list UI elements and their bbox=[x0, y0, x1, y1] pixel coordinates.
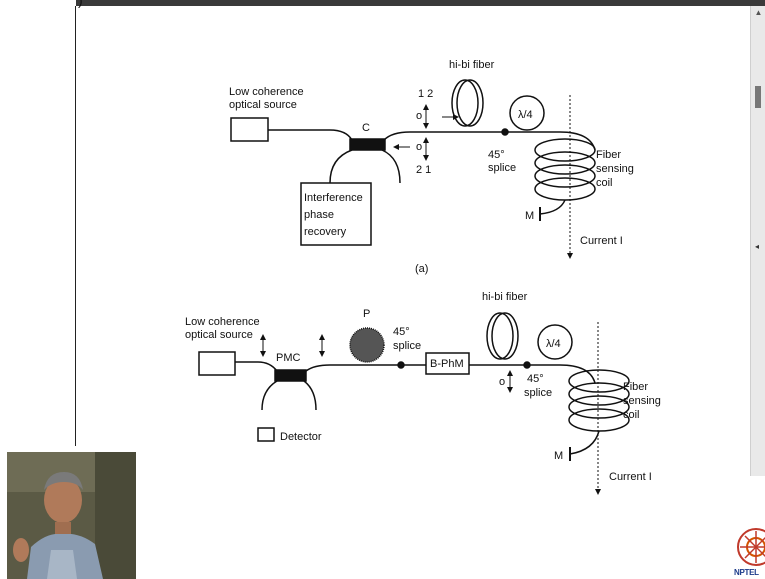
a-fiber-in bbox=[268, 130, 352, 140]
a-coupler-lower-left bbox=[330, 150, 352, 183]
a-fiber-to-mirror bbox=[540, 200, 565, 214]
b-polarizer bbox=[350, 328, 384, 362]
b-fiber-to-mirror bbox=[570, 431, 599, 454]
b-waveplate-label: λ/4 bbox=[546, 338, 561, 350]
a-coupler-label: C bbox=[362, 122, 370, 134]
diagram-b: Low coherence optical source PMC P 45° s… bbox=[185, 291, 661, 494]
a-sensing-coil bbox=[535, 139, 595, 200]
a-mode-top: 1 2 bbox=[418, 88, 433, 100]
a-fiber-loop-1 bbox=[452, 80, 478, 126]
b-splice2-label-2: splice bbox=[524, 387, 552, 399]
a-waveplate-label: λ/4 bbox=[518, 109, 533, 121]
b-coupler-lower-right bbox=[304, 381, 316, 410]
b-fiber-loop-1 bbox=[487, 313, 513, 359]
b-splice2-dot bbox=[524, 362, 530, 368]
a-splice-label-2: splice bbox=[488, 162, 516, 174]
b-fiber-main bbox=[306, 365, 426, 371]
b-source-label-1: Low coherence bbox=[185, 316, 260, 328]
b-splice1-label-2: splice bbox=[393, 340, 421, 352]
b-splice1-dot bbox=[398, 362, 404, 368]
a-coil-label-2: sensing bbox=[596, 163, 634, 175]
a-source-label-1: Low coherence bbox=[229, 86, 304, 98]
b-source-box bbox=[199, 352, 235, 375]
a-fiber-loop-2 bbox=[457, 80, 483, 126]
b-coil-label-3: coil bbox=[623, 409, 640, 421]
a-mirror-label: M bbox=[525, 210, 534, 222]
b-modulator-label: B-PhM bbox=[430, 358, 464, 370]
a-recovery-label-1: Interference bbox=[304, 192, 363, 204]
a-splice-dot bbox=[502, 129, 508, 135]
b-fiber-in bbox=[235, 362, 277, 371]
a-recovery-label-2: phase bbox=[304, 209, 334, 221]
b-polarizer-label: P bbox=[363, 308, 370, 320]
a-source-box bbox=[231, 118, 268, 141]
b-coupler-block bbox=[275, 370, 306, 381]
a-fiber-label: hi-bi fiber bbox=[449, 59, 495, 71]
b-coupler-label: PMC bbox=[276, 352, 301, 364]
a-recovery-label-3: recovery bbox=[304, 226, 347, 238]
a-mode-o-top: o bbox=[416, 110, 422, 122]
a-coil-label-3: coil bbox=[596, 177, 613, 189]
b-mode-o: o bbox=[499, 376, 505, 388]
b-splice1-label-1: 45° bbox=[393, 326, 410, 338]
b-coil-label-1: Fiber bbox=[623, 381, 648, 393]
b-coil-label-2: sensing bbox=[623, 395, 661, 407]
b-detector-box bbox=[258, 428, 274, 441]
a-mode-bottom: 2 1 bbox=[416, 164, 431, 176]
b-current-label: Current I bbox=[609, 471, 652, 483]
nptel-logo-text: NPTEL bbox=[734, 568, 759, 577]
b-splice2-label-1: 45° bbox=[527, 373, 544, 385]
a-splice-label-1: 45° bbox=[488, 149, 505, 161]
a-source-label-2: optical source bbox=[229, 99, 297, 111]
b-fiber-loop-2 bbox=[492, 313, 518, 359]
b-sensing-coil bbox=[569, 370, 629, 431]
b-source-label-2: optical source bbox=[185, 329, 253, 341]
a-fiber-upper-out bbox=[384, 132, 505, 140]
b-fiber-label: hi-bi fiber bbox=[482, 291, 528, 303]
a-coupler-block bbox=[350, 139, 385, 150]
b-coupler-lower-left bbox=[262, 381, 277, 410]
b-detector-label: Detector bbox=[280, 431, 322, 443]
a-coil-label-1: Fiber bbox=[596, 149, 621, 161]
a-caption: (a) bbox=[415, 263, 428, 275]
a-current-label: Current I bbox=[580, 235, 623, 247]
b-mirror-label: M bbox=[554, 450, 563, 462]
a-mode-o-bottom: o bbox=[416, 141, 422, 153]
presenter-webcam bbox=[7, 452, 136, 579]
a-coupler-lower-right bbox=[382, 150, 400, 183]
diagram-a: Low coherence optical source C hi-bi fib… bbox=[229, 59, 634, 275]
